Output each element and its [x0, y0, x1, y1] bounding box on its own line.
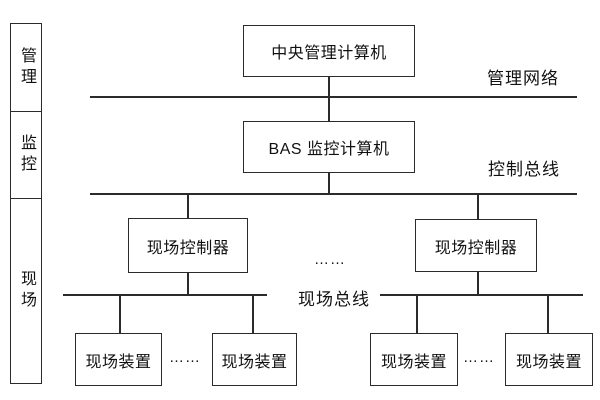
- connector-control-bus-to-controller-right: [477, 194, 479, 219]
- level-field: 现场: [11, 198, 41, 383]
- level-management-label: 管理: [18, 46, 35, 89]
- field-bus-line-left: [63, 294, 267, 296]
- management-network-line: [90, 96, 577, 98]
- node-field-controller-left: 现场控制器: [128, 218, 248, 273]
- connector-controller-right-to-field-bus: [477, 272, 479, 295]
- node-field-device-4-label: 现场装置: [515, 353, 582, 371]
- connector-controller-left-to-field-bus: [187, 273, 189, 295]
- connector-field-bus-to-device-4: [547, 295, 549, 333]
- node-field-device-4: 现场装置: [505, 333, 593, 386]
- level-management: 管理: [11, 24, 41, 111]
- field-bus-label: 现场总线: [298, 290, 370, 309]
- node-field-controller-right-label: 现场控制器: [434, 239, 518, 257]
- control-bus-label: 控制总线: [488, 160, 560, 179]
- ellipsis-between-devices-left: ……: [169, 349, 201, 366]
- connector-control-bus-to-controller-left: [187, 194, 189, 218]
- node-bas-monitoring-computer-label: BAS 监控计算机: [268, 141, 390, 158]
- node-field-controller-left-label: 现场控制器: [146, 239, 230, 257]
- control-bus-line: [90, 193, 577, 195]
- level-axis: 管理 监控 现场: [10, 23, 42, 384]
- node-field-controller-right: 现场控制器: [415, 219, 537, 272]
- node-central-management-computer: 中央管理计算机: [243, 25, 415, 77]
- node-field-device-2-label: 现场装置: [221, 353, 288, 371]
- node-central-management-computer-label: 中央管理计算机: [271, 45, 387, 62]
- ellipsis-between-devices-right: ……: [463, 349, 495, 366]
- level-monitoring: 监控: [11, 111, 41, 198]
- connector-field-bus-to-device-3: [416, 295, 418, 333]
- management-network-label: 管理网络: [487, 69, 559, 88]
- connector-central-to-bas: [328, 77, 330, 121]
- node-field-device-3: 现场装置: [370, 333, 458, 386]
- connector-field-bus-to-device-1: [119, 295, 121, 333]
- node-bas-monitoring-computer: BAS 监控计算机: [243, 121, 415, 173]
- level-monitoring-label: 监控: [18, 134, 35, 176]
- field-bus-line-right: [380, 294, 583, 296]
- connector-bas-to-control-bus: [328, 173, 330, 194]
- node-field-device-2: 现场装置: [212, 333, 297, 386]
- node-field-device-1-label: 现场装置: [85, 353, 152, 371]
- node-field-device-3-label: 现场装置: [380, 353, 447, 371]
- level-field-label: 现场: [18, 270, 35, 312]
- ellipsis-between-controllers: ……: [314, 251, 346, 268]
- connector-field-bus-to-device-2: [252, 295, 254, 333]
- node-field-device-1: 现场装置: [75, 333, 162, 386]
